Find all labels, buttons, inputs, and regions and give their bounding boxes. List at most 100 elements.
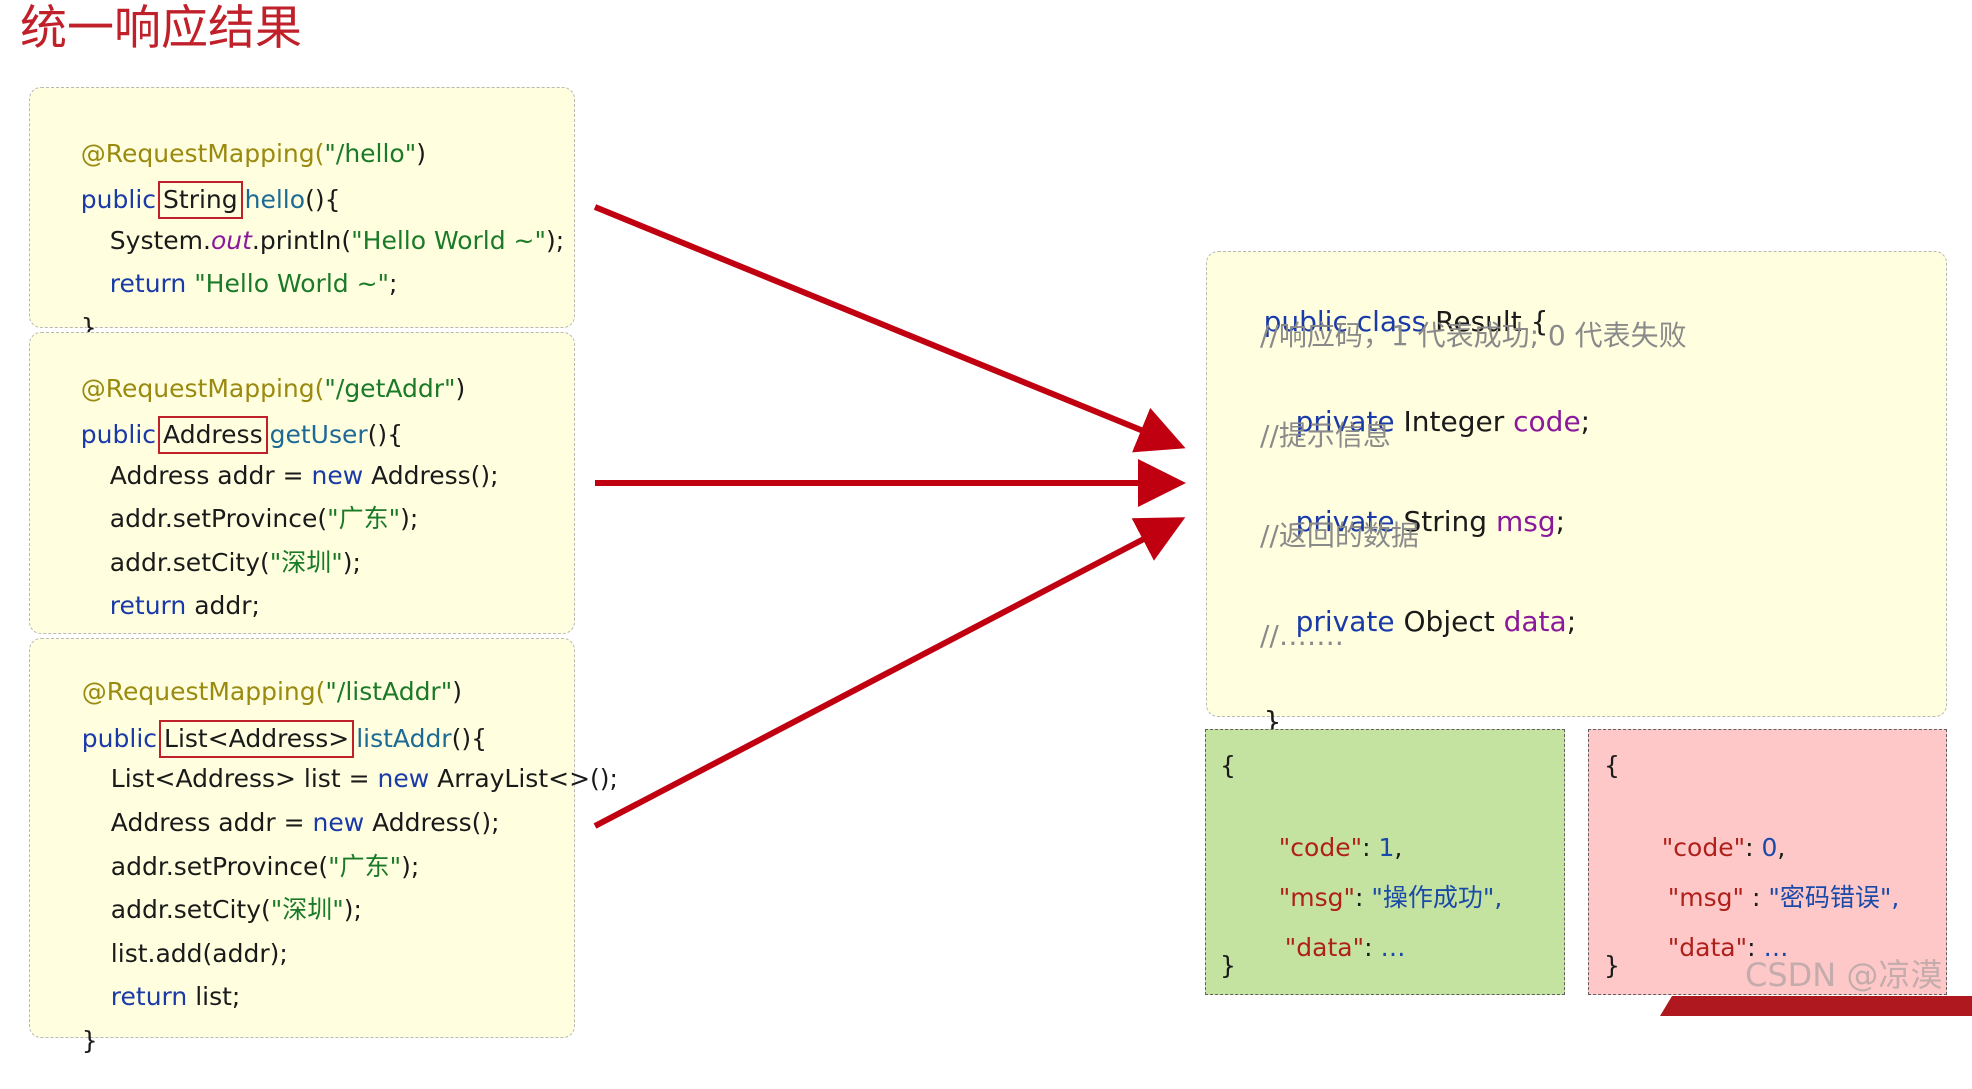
json-value: "操作成功", bbox=[1371, 883, 1503, 912]
code-text: addr.setProvince( bbox=[110, 852, 329, 881]
field-name: code bbox=[1513, 405, 1581, 438]
json-key: "msg" bbox=[1667, 883, 1745, 912]
code-text: ) bbox=[455, 374, 466, 403]
method-name: getUser bbox=[269, 420, 368, 449]
keyword: new bbox=[311, 461, 364, 490]
string-literal: "深圳" bbox=[269, 548, 343, 577]
json-key: "code" bbox=[1661, 833, 1746, 862]
code-text: Address addr = bbox=[110, 808, 313, 837]
code-text: , bbox=[1777, 833, 1786, 862]
code-line: Address addr = new Address(); bbox=[79, 775, 500, 871]
code-line: private Integer code; bbox=[1260, 368, 1591, 476]
code-text: : bbox=[1355, 883, 1372, 912]
code-text: ); bbox=[401, 852, 420, 881]
json-success-box: { "code": 1, "msg": "操作成功", "data": … } bbox=[1205, 729, 1565, 995]
string-literal: "深圳" bbox=[270, 895, 344, 924]
code-line: Address addr = new Address(); bbox=[78, 428, 499, 524]
code-text: (){ bbox=[451, 724, 488, 753]
code-text: ; bbox=[1555, 505, 1566, 538]
code-line: addr.setCity("深圳"); bbox=[79, 862, 362, 958]
code-comment: //……. bbox=[1260, 619, 1344, 652]
code-comment: //返回的数据 bbox=[1260, 519, 1419, 552]
code-line: @RequestMapping("/hello") bbox=[49, 106, 426, 202]
result-class-box: public class Result { //响应码，1 代表成功; 0 代表… bbox=[1206, 251, 1947, 738]
code-comment: //提示信息 bbox=[1260, 419, 1391, 452]
code-text: : bbox=[1744, 883, 1769, 912]
code-text: ); bbox=[546, 226, 565, 255]
code-text: List<Address> list = bbox=[110, 764, 378, 793]
code-text: , bbox=[1394, 833, 1403, 862]
string-literal: "Hello World ~" bbox=[194, 269, 390, 298]
code-line: list.add(addr); bbox=[79, 906, 288, 1002]
arrow-hello-to-result bbox=[593, 204, 1186, 453]
type-name: String bbox=[1394, 505, 1496, 538]
type-name: Object bbox=[1394, 605, 1504, 638]
code-line: addr.setProvince("广东"); bbox=[78, 471, 419, 567]
code-text: { bbox=[1220, 751, 1236, 780]
static-field: out bbox=[210, 226, 252, 255]
json-value: … bbox=[1380, 933, 1406, 962]
annotation: @RequestMapping( bbox=[80, 374, 325, 403]
code-text: : bbox=[1747, 933, 1764, 962]
keyword: new bbox=[377, 764, 430, 793]
json-line: "data": … bbox=[1253, 900, 1406, 996]
code-comment: //响应码，1 代表成功; 0 代表失败 bbox=[1260, 319, 1687, 352]
code-text: addr.setCity( bbox=[110, 895, 271, 924]
code-text: System. bbox=[109, 226, 211, 255]
code-line: return list; bbox=[79, 949, 241, 1045]
json-line: "msg" : "密码错误", bbox=[1636, 850, 1900, 946]
keyword: public class bbox=[1263, 305, 1427, 338]
json-value: … bbox=[1763, 933, 1789, 962]
json-key: "code" bbox=[1278, 833, 1363, 862]
method-name: hello bbox=[244, 185, 306, 214]
code-text: ) bbox=[416, 139, 426, 168]
code-text: Result { bbox=[1426, 305, 1549, 338]
code-text: : bbox=[1362, 833, 1379, 862]
json-value: 1 bbox=[1378, 833, 1395, 862]
code-text: Address addr = bbox=[109, 461, 312, 490]
code-text: (){ bbox=[305, 185, 341, 214]
code-text: ; bbox=[1566, 605, 1577, 638]
return-type-highlight: List<Address> bbox=[159, 720, 355, 758]
json-line: "data": … bbox=[1636, 900, 1789, 996]
json-fail-box: { "code": 0, "msg" : "密码错误", "data": … } bbox=[1588, 729, 1947, 995]
keyword: private bbox=[1295, 605, 1395, 638]
code-text: addr; bbox=[186, 591, 260, 620]
code-text: Address(); bbox=[364, 808, 500, 837]
string-literal: "/hello" bbox=[324, 139, 417, 168]
code-line: addr.setCity("深圳"); bbox=[78, 515, 361, 611]
keyword: public bbox=[80, 185, 157, 214]
json-value: "密码错误", bbox=[1768, 883, 1900, 912]
code-text: list; bbox=[187, 982, 241, 1011]
corner-decoration bbox=[1660, 996, 1972, 1016]
code-line: System.out.println("Hello World ~"); bbox=[78, 193, 564, 289]
code-text: ; bbox=[1580, 405, 1591, 438]
code-text: ArrayList<>(); bbox=[429, 764, 618, 793]
arrows bbox=[593, 204, 1186, 829]
code-text: Address(); bbox=[363, 461, 499, 490]
code-text: ; bbox=[389, 269, 398, 298]
code-text: : bbox=[1364, 933, 1381, 962]
code-text: { bbox=[1604, 751, 1620, 780]
code-text: } bbox=[81, 1026, 98, 1055]
code-line: addr.setProvince("广东"); bbox=[79, 819, 420, 915]
json-key: "data" bbox=[1284, 933, 1365, 962]
watermark: CSDN @凉漠 bbox=[1745, 956, 1943, 994]
string-literal: "/getAddr" bbox=[324, 374, 456, 403]
code-text: addr.setProvince( bbox=[109, 504, 328, 533]
json-key: "data" bbox=[1667, 933, 1748, 962]
code-text: ) bbox=[452, 677, 462, 706]
keyword: public bbox=[80, 420, 157, 449]
code-line: @RequestMapping("/getAddr") bbox=[49, 341, 466, 437]
code-text: .println( bbox=[251, 226, 352, 255]
code-text: : bbox=[1745, 833, 1762, 862]
page-title: 统一响应结果 bbox=[20, 1, 302, 56]
code-line: public class Result { bbox=[1228, 268, 1549, 376]
keyword: private bbox=[1295, 505, 1395, 538]
